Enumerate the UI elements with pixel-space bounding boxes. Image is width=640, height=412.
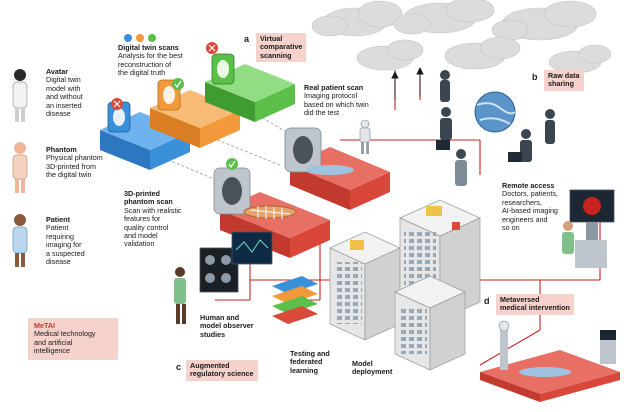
patient-label: Patient Patient requiring imaging for a …: [46, 215, 85, 267]
metaversed-intervention-badge: Metaversed medical intervention: [496, 294, 574, 315]
skeleton-phantom-icon: [243, 205, 297, 219]
panel-letter-a: a: [244, 34, 250, 44]
arrow-group: [391, 66, 424, 100]
cloud-group: [311, 0, 612, 74]
observer-studies-label: Human and model observer studies: [200, 313, 254, 339]
patient-figure: [12, 214, 28, 267]
orange-twin-scanner: [150, 78, 240, 148]
blue-dot: [124, 34, 132, 42]
remote-access-label: Remote access Doctors, patients, researc…: [502, 181, 558, 233]
real-patient-scanner: [284, 119, 390, 210]
cloud-icon: [356, 39, 424, 71]
cloud-icon: [444, 36, 521, 70]
building-right: [394, 275, 466, 371]
cloud-icon: [491, 0, 597, 41]
metai-box: MeTAI Medical technology and artificial …: [28, 318, 118, 360]
augmented-regulatory-science-badge: Augmented regulatory science: [186, 360, 258, 381]
panel-letter-b: b: [532, 72, 538, 82]
raw-data-sharing-group: [436, 70, 555, 186]
phantom-figure: [12, 142, 28, 193]
green-twin-scanner: [205, 42, 295, 122]
orange-dot: [136, 34, 144, 42]
avatar-label: Avatar Digital twin model with and witho…: [46, 67, 83, 119]
green-dot: [148, 34, 156, 42]
panel-letter-d: d: [484, 296, 490, 306]
blue-twin-scanner: [100, 98, 190, 170]
virtual-comparative-scanning-badge: Virtual comparative scanning: [256, 33, 307, 63]
medical-intervention-scene: [480, 320, 620, 402]
cloud-icon: [548, 44, 612, 74]
digital-twin-label: Digital twin scans Analysis for the best…: [118, 43, 183, 78]
building-left: [329, 231, 401, 341]
cloud-icon: [393, 0, 495, 35]
federated-learning-stack: [272, 276, 318, 324]
avatar-figure: [12, 69, 28, 122]
remote-workstation: [562, 189, 615, 268]
phantom-scan-label: 3D-printed phantom scan Scan with realis…: [124, 189, 182, 249]
observer-screens: [174, 231, 273, 324]
testing-label: Testing and federated learning: [290, 349, 330, 375]
phantom-label: Phantom Physical phantom 3D-printed from…: [46, 145, 103, 180]
real-patient-scan-label: Real patient scan Imaging protocol based…: [304, 83, 369, 118]
model-deployment-label: Model deployment: [352, 359, 393, 377]
cloud-icon: [311, 0, 403, 37]
panel-letter-c: c: [176, 362, 182, 372]
raw-data-sharing-badge: Raw data sharing: [544, 70, 584, 91]
